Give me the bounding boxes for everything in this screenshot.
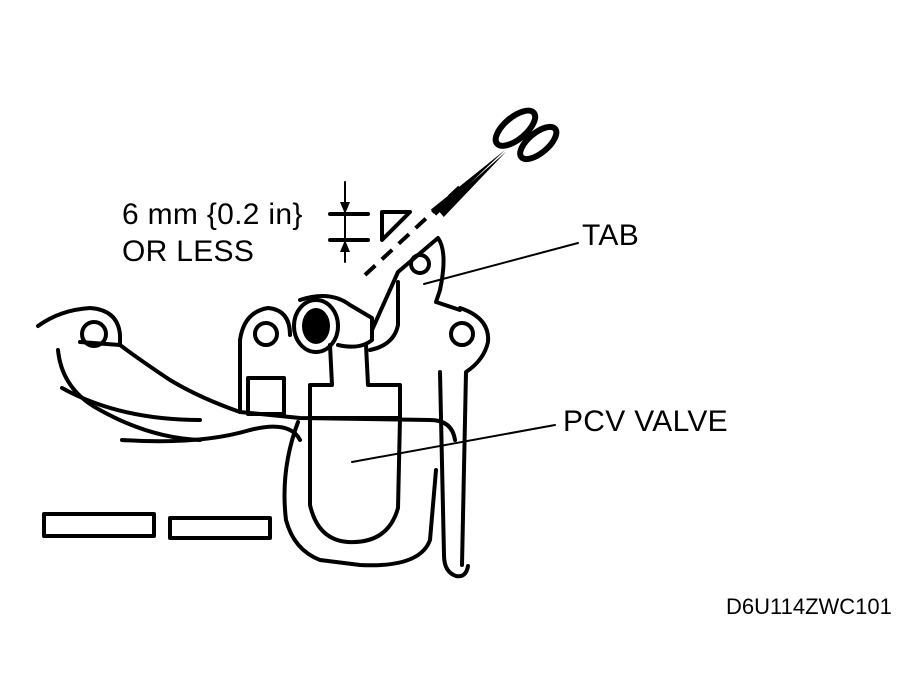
scissors-icon <box>430 107 560 218</box>
tab-label: TAB <box>582 219 640 252</box>
right-flange <box>438 306 491 579</box>
figure-code: D6U114ZWC101 <box>726 594 892 619</box>
tab-leader-line <box>423 242 579 285</box>
tab-cut-piece <box>380 210 412 242</box>
pcv-valve-label: PCV VALVE <box>563 405 728 438</box>
engine-housing <box>36 306 457 568</box>
pcv-valve <box>292 294 402 545</box>
dimension-label-line1: 6 mm {0.2 in} <box>122 198 303 231</box>
dimension-label-line2: OR LESS <box>122 235 255 268</box>
tab-bracket <box>368 236 462 352</box>
dimension-marks <box>328 181 370 263</box>
pcv-valve-leader-line <box>351 424 556 463</box>
